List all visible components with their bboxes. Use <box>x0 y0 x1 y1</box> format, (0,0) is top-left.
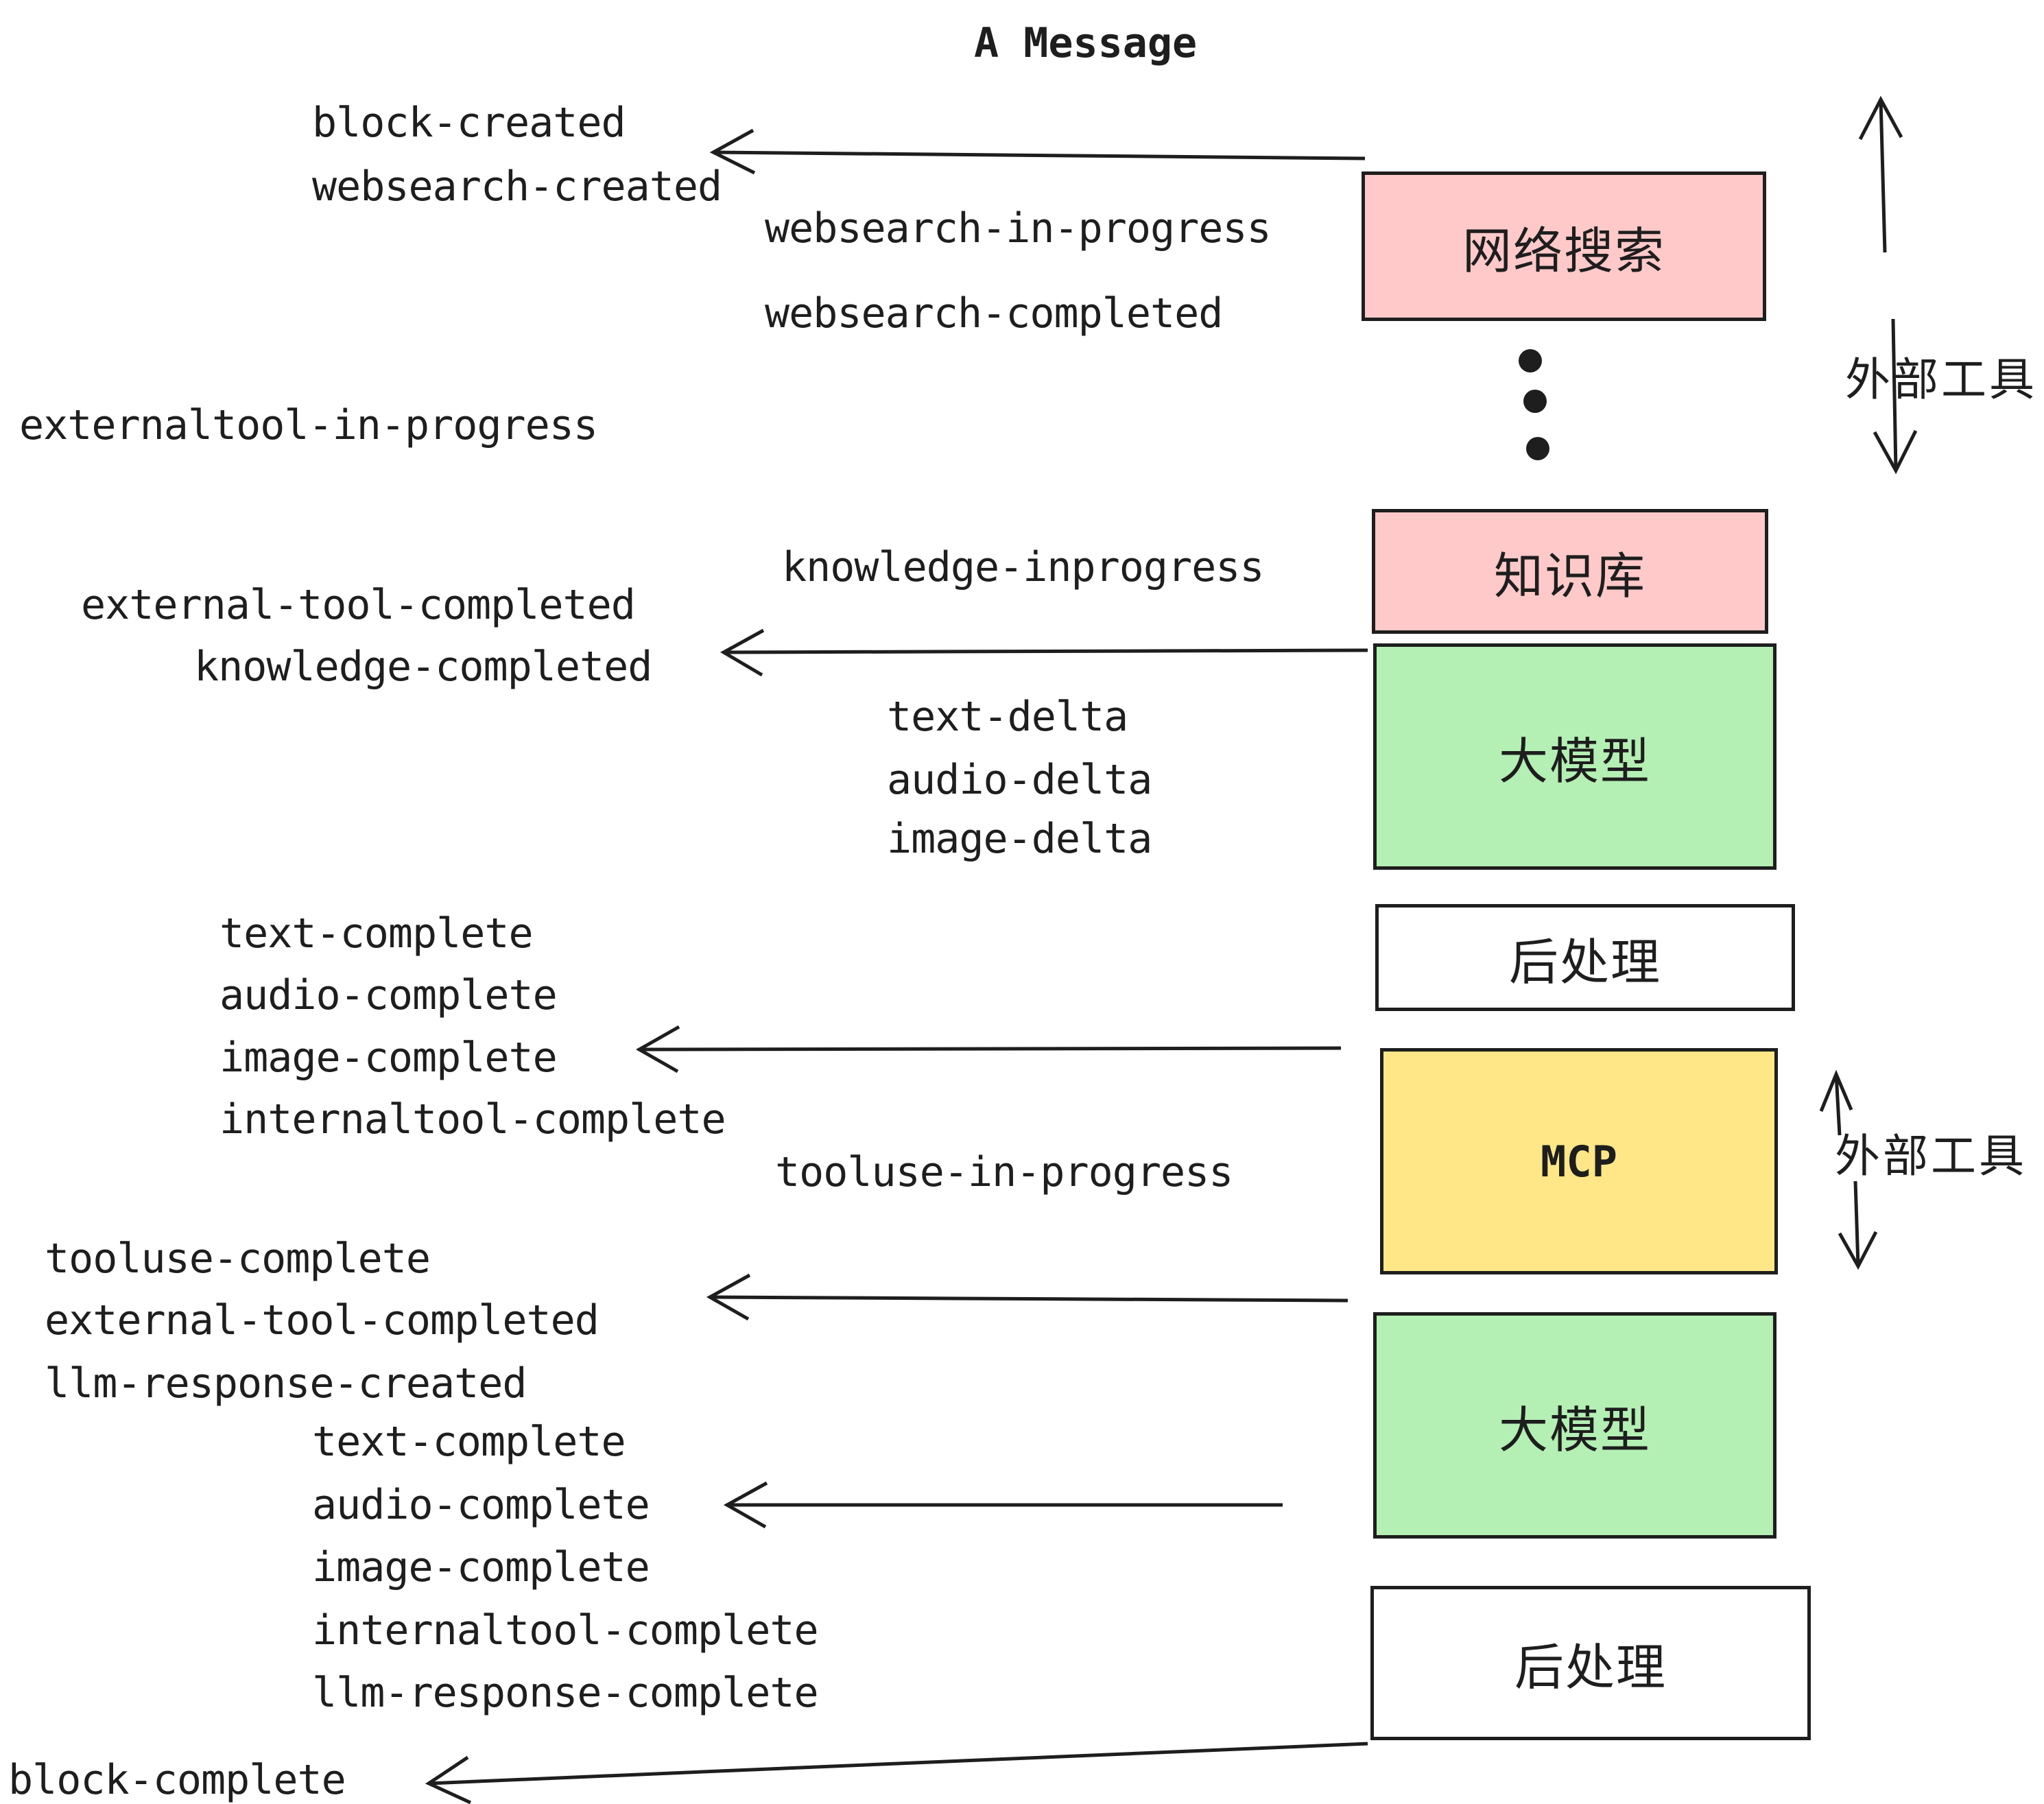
event-image-complete-1: image-complete <box>219 1034 558 1082</box>
event-image-delta-1: image-delta <box>887 815 1152 863</box>
event-external-tool-completed-1: external-tool-completed <box>81 581 636 629</box>
box-llm-2-label: 大模型 <box>1498 1401 1651 1459</box>
event-image-complete-2: image-complete <box>312 1543 650 1591</box>
box-llm-1: 大模型 <box>1373 643 1776 870</box>
ellipsis-dots <box>1519 349 1549 460</box>
event-tooluse-in-progress: tooluse-in-progress <box>775 1148 1233 1196</box>
box-knowledge: 知识库 <box>1372 509 1768 634</box>
event-block-complete: block-complete <box>8 1756 346 1804</box>
event-externaltool-in-progress: externaltool-in-progress <box>19 401 598 449</box>
event-tooluse-complete: tooluse-complete <box>45 1235 431 1283</box>
arrow-tooluse-complete <box>706 1273 1348 1321</box>
box-websearch-label: 网络搜索 <box>1462 222 1665 280</box>
event-text-complete-2: text-complete <box>312 1418 626 1466</box>
box-knowledge-label: 知识库 <box>1493 547 1646 605</box>
event-llm-response-created: llm-response-created <box>45 1360 527 1408</box>
external-tools-label-mcp: 外部工具 <box>1835 1130 2027 1183</box>
box-websearch: 网络搜索 <box>1362 171 1766 321</box>
event-internaltool-complete-1: internaltool-complete <box>219 1095 726 1143</box>
event-internaltool-complete-2: internaltool-complete <box>312 1606 819 1654</box>
box-postprocess-2-label: 后处理 <box>1514 1639 1667 1696</box>
box-postprocess-2: 后处理 <box>1370 1586 1811 1740</box>
event-block-created: block-created <box>312 99 626 147</box>
box-postprocess-1-label: 后处理 <box>1508 933 1661 991</box>
arrow-audio-complete <box>723 1481 1283 1529</box>
event-text-delta-1: text-delta <box>887 693 1128 741</box>
box-mcp-label: MCP <box>1541 1136 1617 1187</box>
event-external-tool-completed-2: external-tool-completed <box>45 1296 599 1344</box>
event-knowledge-completed: knowledge-completed <box>194 643 652 691</box>
event-text-complete-1: text-complete <box>219 910 534 958</box>
event-audio-delta-1: audio-delta <box>887 756 1152 804</box>
diagram-title: A Message <box>974 19 1198 67</box>
event-audio-complete-2: audio-complete <box>312 1481 650 1529</box>
arrow-mcp-external-down <box>1838 1180 1878 1270</box>
external-tools-label-top: 外部工具 <box>1845 353 2037 406</box>
event-knowledge-inprogress: knowledge-inprogress <box>782 543 1264 591</box>
arrow-knowledge-completed <box>720 628 1368 677</box>
arrow-websearch-created <box>709 128 1366 175</box>
arrow-block-complete <box>425 1742 1368 1804</box>
arrow-internal-complete <box>635 1025 1342 1073</box>
event-websearch-in-progress: websearch-in-progress <box>765 204 1272 252</box>
event-websearch-created: websearch-created <box>312 163 722 211</box>
arrow-external-tools-up <box>1858 95 1903 253</box>
event-llm-response-complete: llm-response-complete <box>312 1669 819 1717</box>
event-websearch-completed: websearch-completed <box>765 289 1223 337</box>
event-audio-complete-1: audio-complete <box>219 971 558 1019</box>
box-llm-1-label: 大模型 <box>1498 732 1651 790</box>
box-mcp: MCP <box>1380 1048 1778 1274</box>
box-postprocess-1: 后处理 <box>1375 904 1795 1011</box>
box-llm-2: 大模型 <box>1373 1312 1776 1539</box>
